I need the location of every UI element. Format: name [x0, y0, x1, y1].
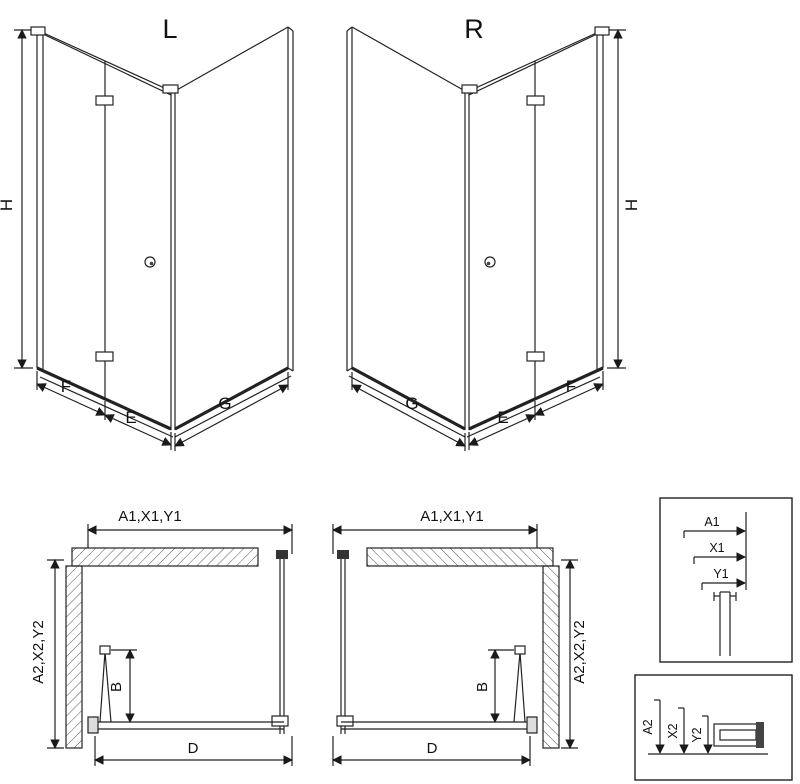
detail-X1-label: X1 [709, 541, 724, 555]
plan-view-left-geometry [47, 524, 293, 766]
iso-view-left-geometry [14, 26, 294, 451]
plan-left-D-label: D [188, 740, 199, 757]
iso-left-title: L [162, 14, 177, 44]
wall-bracket [30, 26, 46, 36]
plan-right-depth-label: A2,X2,Y2 [571, 620, 588, 683]
top-wall [71, 547, 259, 567]
iso-view-right-geometry [347, 27, 626, 451]
detail-depth-profile [634, 674, 793, 781]
iso-right-E-label: E [497, 408, 508, 427]
iso-left-E-label: E [125, 408, 136, 427]
iso-right-title: R [464, 14, 484, 44]
detail-A2-label: A2 [641, 719, 655, 734]
door-knob [144, 256, 156, 268]
wall-profile-plan [276, 550, 288, 559]
iso-left-G-label: G [218, 394, 231, 413]
detail-X2-label: X2 [666, 723, 680, 738]
iso-right-height-label: H [622, 199, 641, 211]
plan-left-depth-label: A2,X2,Y2 [30, 620, 47, 683]
iso-left-height-label: H [0, 199, 16, 211]
panel-foot-fitting [271, 715, 289, 727]
plan-right-B-label: B [474, 682, 491, 692]
detail-A1-label: A1 [704, 515, 719, 529]
plan-left-width-top-label: A1,X1,Y1 [118, 508, 181, 525]
door-hinge-bottom [95, 351, 114, 362]
door-hinge-top [95, 95, 114, 106]
side-wall [65, 565, 83, 749]
plan-right-width-top-label: A1,X1,Y1 [420, 508, 483, 525]
fold-hinge-plan [99, 645, 111, 655]
plan-view-right-geometry [333, 524, 578, 766]
detail-width-profile [659, 497, 793, 663]
detail-Y2-label: Y2 [690, 727, 704, 742]
iso-left-F-label: F [61, 377, 71, 396]
detail-Y1-label: Y1 [713, 567, 728, 581]
plan-right-D-label: D [427, 740, 438, 757]
door-pivot-bracket [87, 716, 99, 734]
iso-right-F-label: F [566, 377, 576, 396]
corner-clamp [162, 84, 179, 94]
plan-left-B-label: B [108, 682, 125, 692]
iso-right-G-label: G [405, 394, 418, 413]
